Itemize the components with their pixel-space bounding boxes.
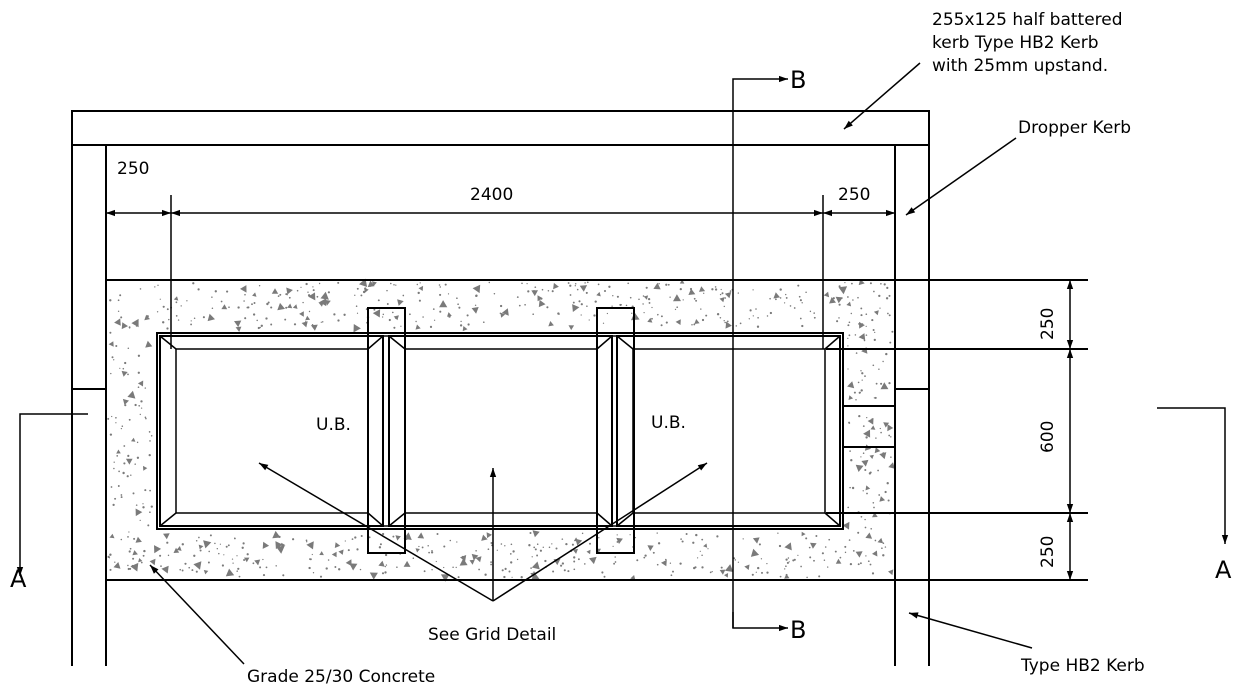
kerb-note-line-1: 255x125 half battered — [932, 10, 1123, 30]
callout-concrete: Grade 25/30 Concrete — [247, 667, 435, 687]
dim-bottom-band: 250 — [1038, 536, 1058, 568]
label-ub-left: U.B. — [316, 415, 351, 435]
dim-left-kerb: 250 — [117, 159, 149, 179]
section-a-left: A — [10, 413, 88, 593]
grating-cell-2 — [388, 335, 613, 527]
concrete-boundaries — [106, 279, 1088, 581]
grating-frame — [156, 307, 844, 554]
vertical-dimensions: 250 600 250 — [1038, 280, 1074, 580]
concrete-hatching — [107, 278, 895, 582]
callout-leaders — [149, 62, 1033, 665]
right-connectors — [826, 348, 1088, 514]
callout-type-hb2-kerb: Type HB2 Kerb — [1020, 656, 1145, 676]
section-a-left-label: A — [10, 565, 27, 593]
callout-kerb-note: 255x125 half battered kerb Type HB2 Kerb… — [932, 10, 1123, 76]
grating-cell-1 — [159, 335, 384, 527]
section-a-right-label: A — [1215, 556, 1232, 584]
section-a-right: A — [1157, 407, 1232, 584]
concrete-surround — [106, 278, 895, 582]
kerb-note-line-2: kerb Type HB2 Kerb — [932, 33, 1099, 53]
callout-dropper-kerb: Dropper Kerb — [1018, 118, 1131, 138]
section-b: B B — [732, 66, 806, 644]
dim-right-kerb: 250 — [838, 185, 870, 205]
horizontal-dimensions: 250 2400 250 — [106, 159, 895, 349]
grating-cell-3 — [616, 335, 841, 527]
label-ub-right: U.B. — [651, 413, 686, 433]
section-b-top-label: B — [790, 66, 806, 94]
section-b-bottom-label: B — [790, 616, 806, 644]
dim-grating-depth: 600 — [1038, 421, 1058, 453]
callout-grid-detail: See Grid Detail — [428, 625, 556, 645]
dim-overall-width: 2400 — [470, 185, 513, 205]
kerb-note-line-3: with 25mm upstand. — [932, 56, 1108, 76]
dim-top-band: 250 — [1038, 308, 1058, 340]
